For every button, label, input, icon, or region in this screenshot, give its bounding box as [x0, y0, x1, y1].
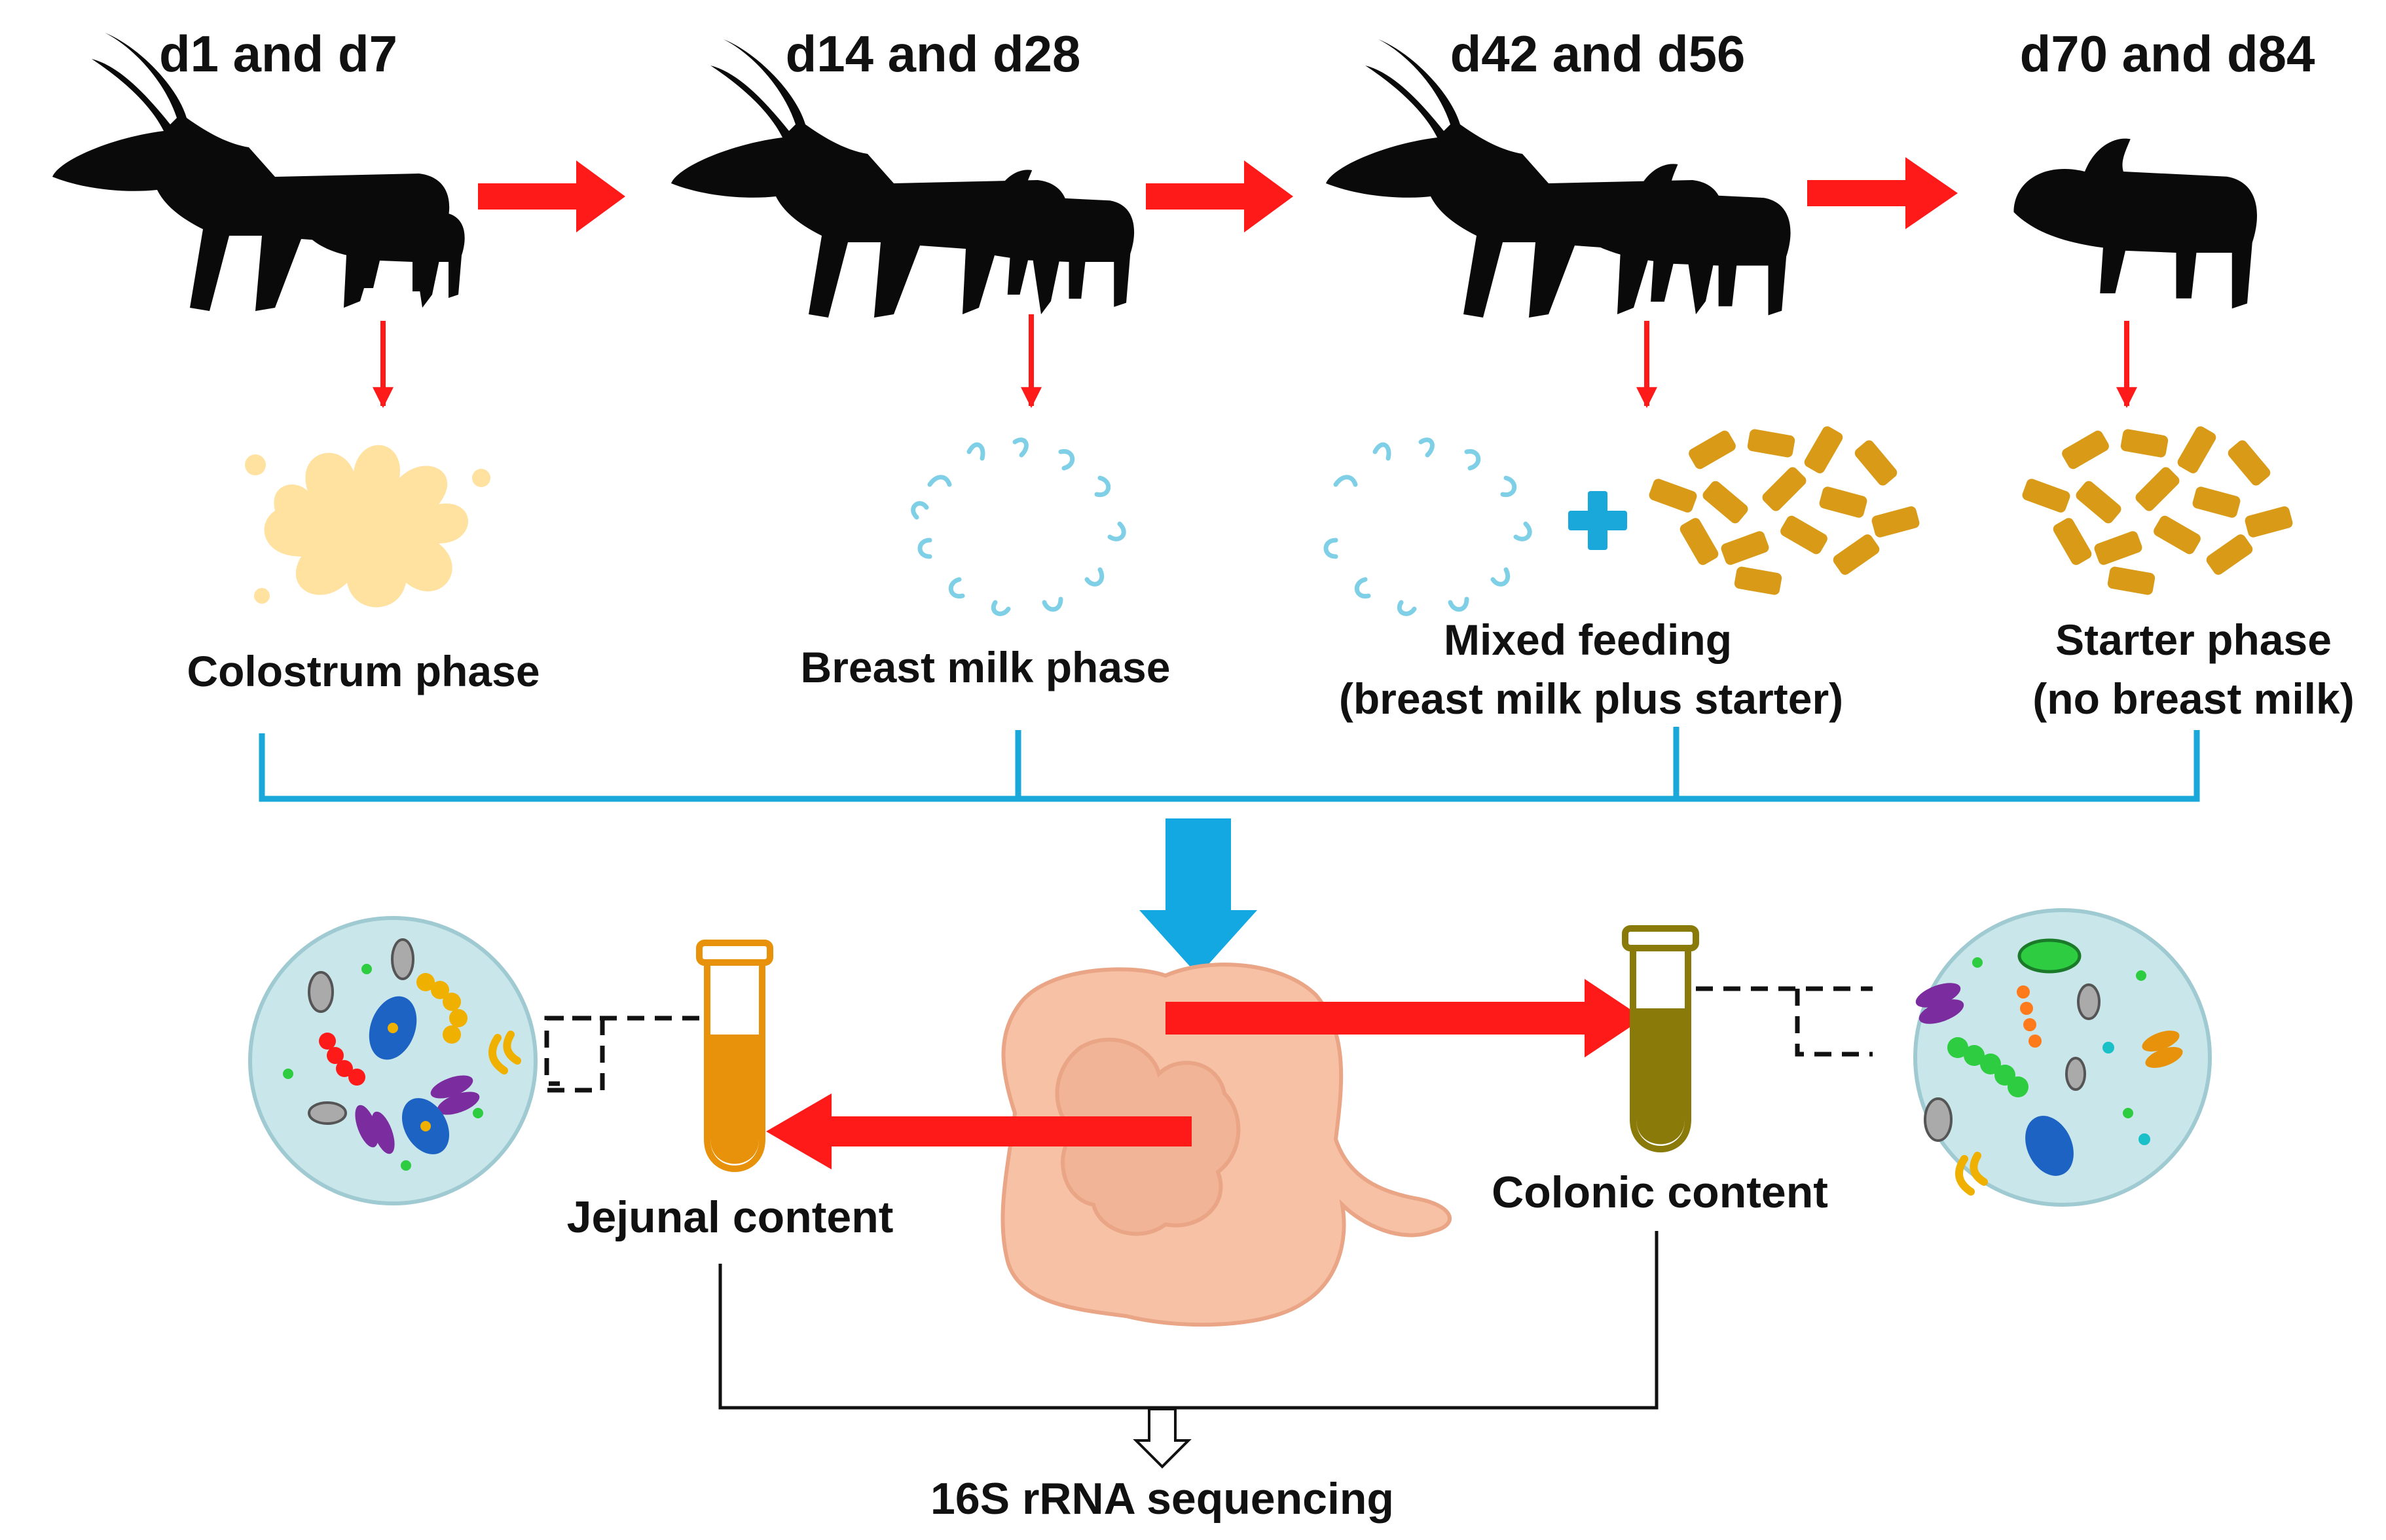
sequencing-label: 16S rRNA sequencing: [930, 1474, 1394, 1524]
colonic-microbiota-icon: [1913, 908, 2212, 1207]
big-down-arrow: [1139, 818, 1257, 976]
stage-4-phase-sublabel: (no breast milk): [2032, 674, 2355, 723]
jejunal-content-label: Jejunal content: [566, 1192, 894, 1242]
kid-goat-icon: [938, 170, 1135, 307]
stage-bracket: [259, 727, 2200, 802]
stage-2-day-label: d14 and d28: [785, 25, 1081, 82]
stage-2-phase-label: Breast milk phase: [800, 643, 1171, 691]
milk-plus-starter-icon: [1323, 426, 1920, 616]
stage-arrow-2: [1146, 160, 1293, 232]
colonic-tube-icon: [1622, 925, 1699, 1152]
stage-arrow-3: [1807, 157, 1958, 229]
stage-4-day-label: d70 and d84: [2019, 25, 2315, 82]
kid-goat-icon: [2013, 138, 2258, 309]
starter-pellets-icon: [2022, 426, 2293, 595]
stage-1-day-label: d1 and d7: [158, 25, 398, 82]
sequencing-bracket: [718, 1231, 1659, 1410]
colostrum-icon: [245, 445, 490, 608]
milk-icon: [911, 437, 1126, 616]
jejunal-microbiota-icon: [248, 916, 538, 1205]
dashed-connector: [544, 1016, 699, 1093]
dashed-connector: [1696, 986, 1873, 1057]
colonic-arrow: [1165, 979, 1643, 1057]
jejunal-tube-icon: [696, 940, 773, 1172]
colonic-content-label: Colonic content: [1492, 1167, 1828, 1217]
stage-3-phase-label: Mixed feeding: [1443, 615, 1733, 664]
stage-1-phase-label: Colostrum phase: [187, 647, 540, 695]
kid-goat-icon: [1573, 164, 1791, 316]
stage-4-phase-label: Starter phase: [2055, 615, 2332, 664]
plus-icon: [1568, 491, 1627, 550]
stage-3-phase-sublabel: (breast milk plus starter): [1338, 674, 1844, 723]
sequencing-arrow: [1133, 1408, 1192, 1469]
stage-arrow-1: [478, 160, 625, 232]
jejunal-arrow: [766, 1093, 1192, 1169]
stage-3-day-label: d42 and d56: [1450, 25, 1746, 82]
kid-goat-icon: [308, 188, 465, 298]
